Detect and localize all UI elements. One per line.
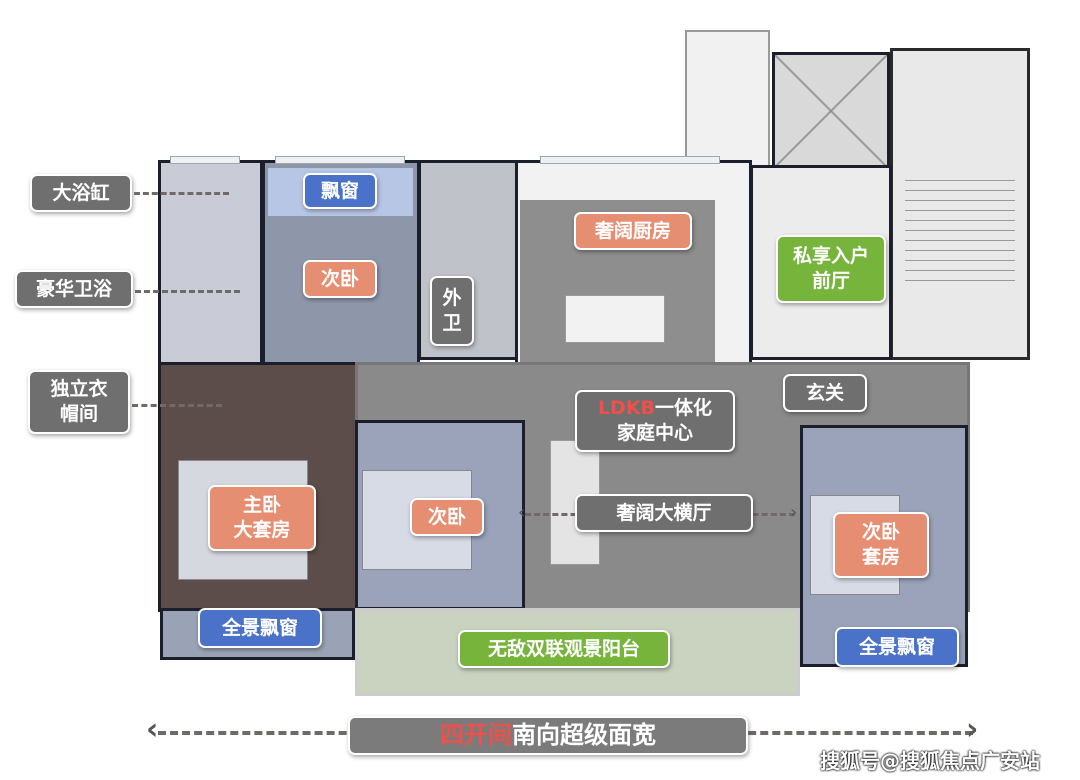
label-balcony: 无敌双联观景阳台 bbox=[458, 630, 670, 668]
banner-rest: 南向超级面宽 bbox=[512, 721, 656, 749]
window-kitchen bbox=[540, 156, 720, 164]
callout-walk-in-closet: 独立衣帽间 bbox=[28, 370, 130, 434]
label-entrance: 玄关 bbox=[783, 374, 867, 412]
callout-bathtub-line bbox=[134, 192, 229, 195]
arrow-right-icon: › bbox=[790, 502, 798, 523]
label-guest-bath: 外卫 bbox=[430, 276, 474, 346]
elevator-shaft bbox=[772, 52, 890, 170]
ldkb-rest: 一体化家庭中心 bbox=[616, 397, 713, 444]
label-ldkb: LDKB一体化家庭中心 bbox=[575, 390, 735, 452]
callout-closet-line bbox=[132, 404, 222, 407]
callout-bathtub: 大浴缸 bbox=[30, 174, 132, 212]
arrow-left-icon: ‹ bbox=[518, 502, 526, 523]
banner-highlight: 四开间 bbox=[440, 721, 512, 749]
window-top-bath bbox=[170, 156, 240, 164]
label-panorama-window-left: 全景飘窗 bbox=[198, 608, 322, 648]
service-shaft bbox=[685, 30, 770, 170]
label-private-foyer: 私享入户前厅 bbox=[776, 235, 886, 303]
arrow-left-icon: ‹ bbox=[146, 712, 159, 747]
arrow-right-icon: › bbox=[966, 712, 979, 747]
window-top-bedroom bbox=[275, 156, 405, 164]
label-bay-window-top: 飘窗 bbox=[303, 173, 377, 209]
label-master-bedroom: 主卧大套房 bbox=[208, 485, 316, 551]
label-panorama-window-right: 全景飘窗 bbox=[835, 627, 959, 667]
label-kitchen: 奢阔厨房 bbox=[574, 212, 692, 250]
stair-steps bbox=[905, 180, 1015, 290]
ldkb-highlight: LDKB bbox=[597, 397, 656, 419]
label-second-bedroom-suite: 次卧套房 bbox=[833, 512, 929, 578]
bathroom bbox=[158, 160, 263, 365]
banner-width: 四开间南向超级面宽 bbox=[348, 716, 748, 755]
label-second-bedroom-middle: 次卧 bbox=[410, 498, 484, 536]
label-living-hall: 奢阔大横厅 bbox=[575, 494, 753, 532]
callout-luxury-bath: 豪华卫浴 bbox=[15, 270, 133, 308]
label-second-bedroom-top: 次卧 bbox=[303, 260, 377, 298]
callout-luxury-bath-line bbox=[135, 290, 240, 293]
dining-table bbox=[565, 295, 665, 343]
watermark: 搜狐号@搜狐焦点广安站 bbox=[820, 749, 1040, 773]
